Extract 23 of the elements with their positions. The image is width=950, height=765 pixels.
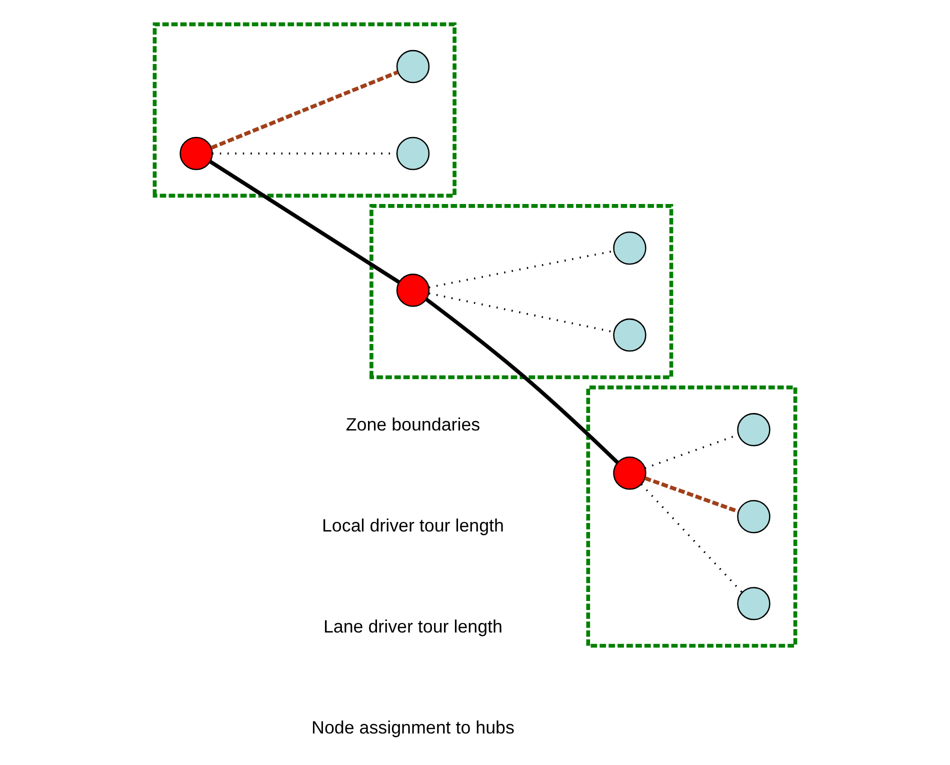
legend-label: Lane driver tour length [323,616,502,636]
cluster [370,204,674,379]
node-circle [737,412,770,446]
node-circle [613,456,646,490]
connector [644,476,739,513]
legend-label: Zone boundaries [346,414,480,434]
node-circle [613,318,646,352]
connector [210,70,399,150]
node-circle [737,586,770,620]
connector [640,483,743,593]
node-circle [180,136,213,170]
node-circle [737,500,770,533]
cluster [586,385,798,648]
connector [209,160,400,284]
connector [425,297,619,464]
legend-label: Node assignment to hubs [312,717,514,738]
node-circle [613,230,646,264]
cluster [152,22,456,198]
node-circle [396,136,430,170]
node-circle [396,273,430,306]
legend-label: Local driver tour length [322,515,504,536]
connector [428,250,614,288]
node-circle [396,49,430,83]
